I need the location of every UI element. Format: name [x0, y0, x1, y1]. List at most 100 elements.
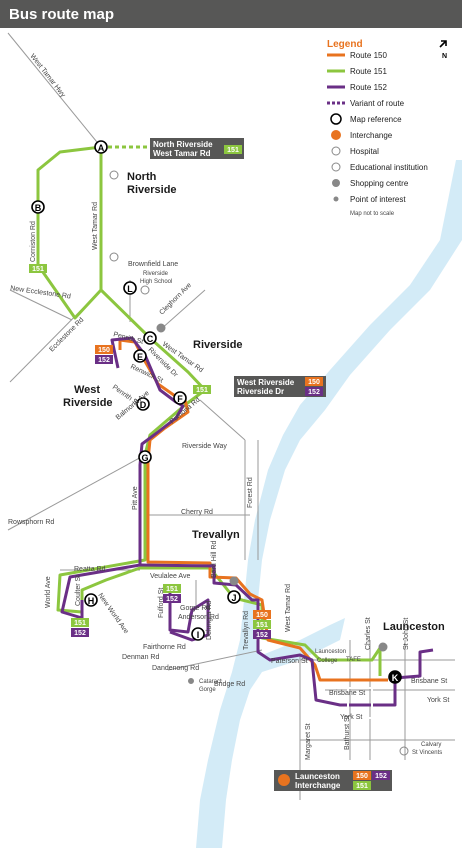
legend-item-route-150: Route 150: [350, 51, 387, 60]
svg-text:A: A: [98, 143, 105, 153]
road-calvary: Calvary: [421, 742, 441, 748]
road-york-st-1: York St: [340, 714, 362, 721]
badge-152-west: 152: [95, 355, 113, 364]
svg-text:E: E: [137, 352, 143, 362]
svg-text:C: C: [147, 334, 154, 344]
badge-152-j: 152: [253, 630, 271, 639]
road-ecclestone-rd: Ecclestone Rd: [48, 316, 85, 353]
road-trevallyn-rd: Trevallyn Rd: [243, 611, 250, 650]
svg-text:G: G: [141, 453, 148, 463]
road-west-tamar-hwy: West Tamar Hwy: [28, 53, 66, 99]
map-canvas[interactable]: A B C D E F G H I J K L North Rive: [0, 28, 462, 848]
road-gorge-rd: Gorge Rd: [180, 605, 210, 612]
road-fairthorne-rd: Fairthorne Rd: [143, 644, 186, 651]
road-tafe: TAFE: [346, 657, 361, 663]
shopping-icon: [332, 179, 340, 187]
hospital-icon: [399, 746, 409, 756]
callout-west-riverside[interactable]: West Riverside Riverside Dr 150 152: [234, 376, 326, 397]
north-arrow-icon: N: [439, 40, 447, 60]
road-riverside-high-school-2: High School: [140, 279, 172, 285]
road-penrith-st-north: Penrith St: [112, 331, 144, 346]
badge-151-i: 151: [163, 584, 181, 593]
education-icon: [109, 170, 119, 180]
road-charles-st: Charles St: [365, 617, 372, 650]
area-west-riverside: West: [74, 384, 100, 396]
road-denman-rd: Denman Rd: [122, 654, 159, 661]
svg-text:150: 150: [98, 347, 110, 354]
svg-text:150: 150: [308, 379, 320, 386]
road-brisbane-st-1: Brisbane St: [329, 690, 365, 697]
shopping-icon: [378, 642, 388, 652]
road-veulalee-ave: Veulalee Ave: [150, 573, 190, 580]
road-west-tamar-rd-south: West Tamar Rd: [285, 584, 292, 632]
map-references: A B C D E F G H I J K L: [31, 140, 402, 684]
map-ref-j[interactable]: J: [227, 590, 241, 604]
map-ref-b[interactable]: B: [31, 200, 45, 214]
legend-heading: Legend: [327, 39, 363, 50]
area-labels: North Riverside Riverside West Riverside…: [63, 171, 445, 633]
legend-item-education: Educational institution: [350, 163, 428, 172]
road-cleghorn-ave: Cleghorn Ave: [158, 282, 193, 317]
map-ref-c[interactable]: C: [143, 331, 157, 345]
road-bathurst-st: Bathurst St: [344, 715, 351, 750]
road-coulter-st: Coulter St: [75, 575, 82, 606]
map-ref-l[interactable]: L: [123, 281, 137, 295]
map-ref-h[interactable]: H: [84, 593, 98, 607]
map-ref-k[interactable]: K: [388, 670, 402, 684]
road-cataract-gorge: Cataract: [199, 679, 222, 685]
legend-item-shopping: Shopping centre: [350, 179, 409, 188]
map-ref-f[interactable]: F: [173, 391, 187, 405]
svg-text:151: 151: [256, 622, 268, 629]
bus-interchange-icon: [331, 130, 341, 140]
dot-icon: [333, 196, 339, 202]
map-ref-e[interactable]: E: [133, 349, 147, 363]
launceston-interchange-area: [347, 687, 373, 719]
legend-item-route-151: Route 151: [350, 67, 387, 76]
road-new-ecclestone-rd: New Ecclestone Rd: [10, 285, 72, 300]
svg-text:151: 151: [32, 266, 44, 273]
road-brisbane-st-2: Brisbane St: [411, 678, 447, 685]
svg-text:152: 152: [308, 389, 320, 396]
hospital-icon: [331, 146, 341, 156]
road-delungra-rd: Delungra Rd: [206, 601, 213, 640]
svg-text:152: 152: [166, 596, 178, 603]
svg-text:J: J: [231, 593, 236, 603]
education-icon: [109, 252, 119, 262]
education-icon: [140, 285, 150, 295]
svg-text:North Riverside: North Riverside: [153, 140, 213, 149]
map-title: Bus route map: [9, 6, 115, 23]
road-dandenong-rd: Dandenong Rd: [152, 665, 199, 672]
road-forest-rd: Forest Rd: [247, 477, 254, 508]
road-fulford-st: Fulford St: [158, 588, 165, 618]
poi-icons: [109, 170, 409, 756]
legend-item-variant: Variant of route: [350, 99, 405, 108]
tamar-river: [196, 160, 462, 848]
svg-text:H: H: [88, 596, 95, 606]
map-ref-i[interactable]: I: [191, 627, 205, 641]
road-bridge-rd: Bridge Rd: [214, 681, 245, 688]
point-of-interest-icon: [188, 678, 194, 684]
road-world-ave: World Ave: [45, 576, 52, 608]
road-brownfield-lane: Brownfield Lane: [128, 261, 178, 268]
road-calvary-2: St Vincents: [412, 750, 442, 756]
callout-launceston-interchange[interactable]: Launceston Interchange 150 152 151: [274, 770, 392, 791]
svg-text:Interchange: Interchange: [295, 781, 341, 790]
callout-north-riverside[interactable]: North Riverside West Tamar Rd 151: [150, 138, 244, 159]
svg-text:West Tamar Rd: West Tamar Rd: [153, 149, 211, 158]
area-riverside: Riverside: [193, 339, 243, 351]
map-ref-a[interactable]: A: [94, 140, 108, 154]
svg-text:150: 150: [356, 773, 368, 780]
road-anderson-rd: Anderson Rd: [178, 614, 219, 621]
badge-152-h: 152: [71, 628, 89, 637]
svg-text:151: 151: [227, 147, 239, 154]
road-cherry-rd: Cherry Rd: [181, 509, 213, 516]
legend-item-route-152: Route 152: [350, 83, 387, 92]
map-ref-d[interactable]: D: [136, 397, 150, 411]
road-west-tamar-rd-north: West Tamar Rd: [92, 202, 99, 250]
svg-text:152: 152: [74, 630, 86, 637]
road-launceston-college: Launceston: [315, 649, 346, 655]
map-ref-g[interactable]: G: [138, 450, 152, 464]
svg-text:151: 151: [166, 586, 178, 593]
svg-text:B: B: [35, 203, 42, 213]
road-rowsphorn-rd: Rowsphorn Rd: [8, 519, 54, 526]
